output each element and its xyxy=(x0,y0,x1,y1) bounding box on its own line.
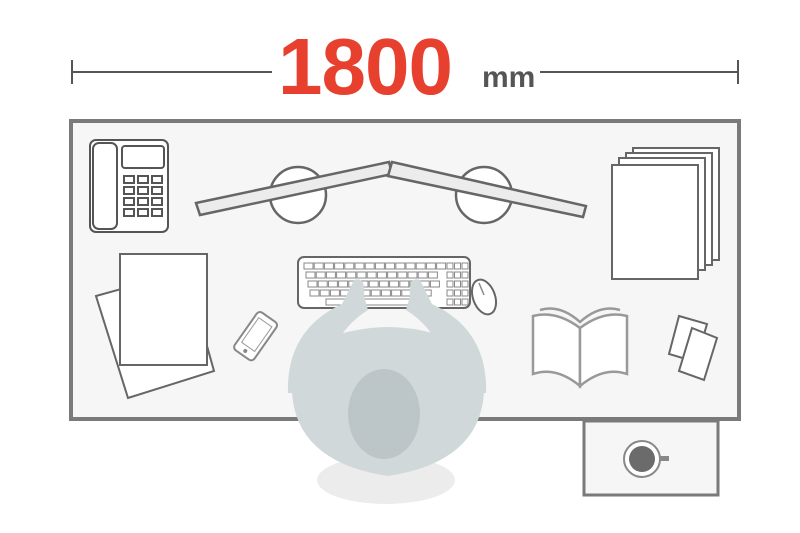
dimension-line xyxy=(71,60,739,84)
keyboard-key xyxy=(454,289,461,297)
keyboard-key xyxy=(305,271,316,279)
keyboard-key xyxy=(389,280,400,288)
keyboard-key xyxy=(405,262,416,270)
keyboard-key xyxy=(315,271,326,279)
keyboard-key xyxy=(425,262,436,270)
keyboard-icon xyxy=(297,256,471,309)
keyboard-key xyxy=(427,271,438,279)
dimension-value: 1800 xyxy=(278,22,453,111)
keyboard-key xyxy=(309,289,320,297)
keyboard-key xyxy=(391,289,402,297)
keyboard-key xyxy=(454,280,461,288)
keyboard-key xyxy=(325,271,336,279)
keyboard-key xyxy=(325,298,417,306)
paper-stack-icon xyxy=(611,147,720,280)
keyboard-key xyxy=(327,280,338,288)
keyboard-key xyxy=(461,289,469,297)
keyboard-key xyxy=(303,262,314,270)
keyboard-key xyxy=(407,271,418,279)
keyboard-key xyxy=(370,289,381,297)
keyboard-key xyxy=(385,262,396,270)
person-figure xyxy=(287,279,487,504)
keyboard-key xyxy=(446,280,454,288)
keyboard-key xyxy=(346,271,357,279)
telephone-icon xyxy=(89,139,169,233)
keyboard-key xyxy=(417,271,428,279)
keyboard-key xyxy=(364,262,375,270)
keyboard-key xyxy=(461,280,469,288)
keyboard-key xyxy=(436,262,447,270)
coffee-cup-icon xyxy=(623,440,669,478)
keyboard-key xyxy=(307,280,318,288)
keyboard-key xyxy=(366,271,377,279)
keyboard-key xyxy=(454,271,461,279)
keyboard-key xyxy=(354,262,365,270)
keyboard-key xyxy=(429,280,440,288)
keyboard-key xyxy=(376,271,387,279)
keyboard-key xyxy=(397,271,408,279)
keyboard-key xyxy=(319,289,330,297)
keyboard-key xyxy=(461,262,469,270)
keyboard-key xyxy=(323,262,334,270)
keyboard-key xyxy=(313,262,324,270)
dual-monitor-icon xyxy=(194,160,588,225)
keyboard-key xyxy=(401,289,412,297)
keyboard-key xyxy=(454,298,461,306)
keyboard-key xyxy=(461,271,469,279)
dimension-unit: mm xyxy=(482,61,536,94)
keyboard-key xyxy=(399,280,410,288)
keyboard-key xyxy=(356,271,367,279)
keyboard-key xyxy=(338,280,349,288)
keyboard-key xyxy=(446,271,454,279)
keyboard-key xyxy=(454,262,461,270)
mouse-icon xyxy=(470,278,498,316)
keyboard-key xyxy=(461,298,469,306)
keyboard-key xyxy=(446,298,454,306)
keyboard-key xyxy=(378,280,389,288)
keyboard-key xyxy=(334,262,345,270)
keyboard-key xyxy=(344,262,355,270)
keyboard-key xyxy=(446,289,454,297)
small-papers-icon xyxy=(667,314,719,382)
keyboard-key xyxy=(336,271,347,279)
keyboard-key xyxy=(317,280,328,288)
keyboard-key xyxy=(415,262,426,270)
keyboard-key xyxy=(368,280,379,288)
keyboard-key xyxy=(446,262,454,270)
keyboard-key xyxy=(380,289,391,297)
keyboard-key xyxy=(395,262,406,270)
keyboard-key xyxy=(329,289,340,297)
keyboard-key xyxy=(387,271,398,279)
open-book-icon xyxy=(531,307,629,389)
keyboard-key xyxy=(374,262,385,270)
smartphone-icon xyxy=(233,311,279,362)
document-pages-icon xyxy=(94,253,216,400)
